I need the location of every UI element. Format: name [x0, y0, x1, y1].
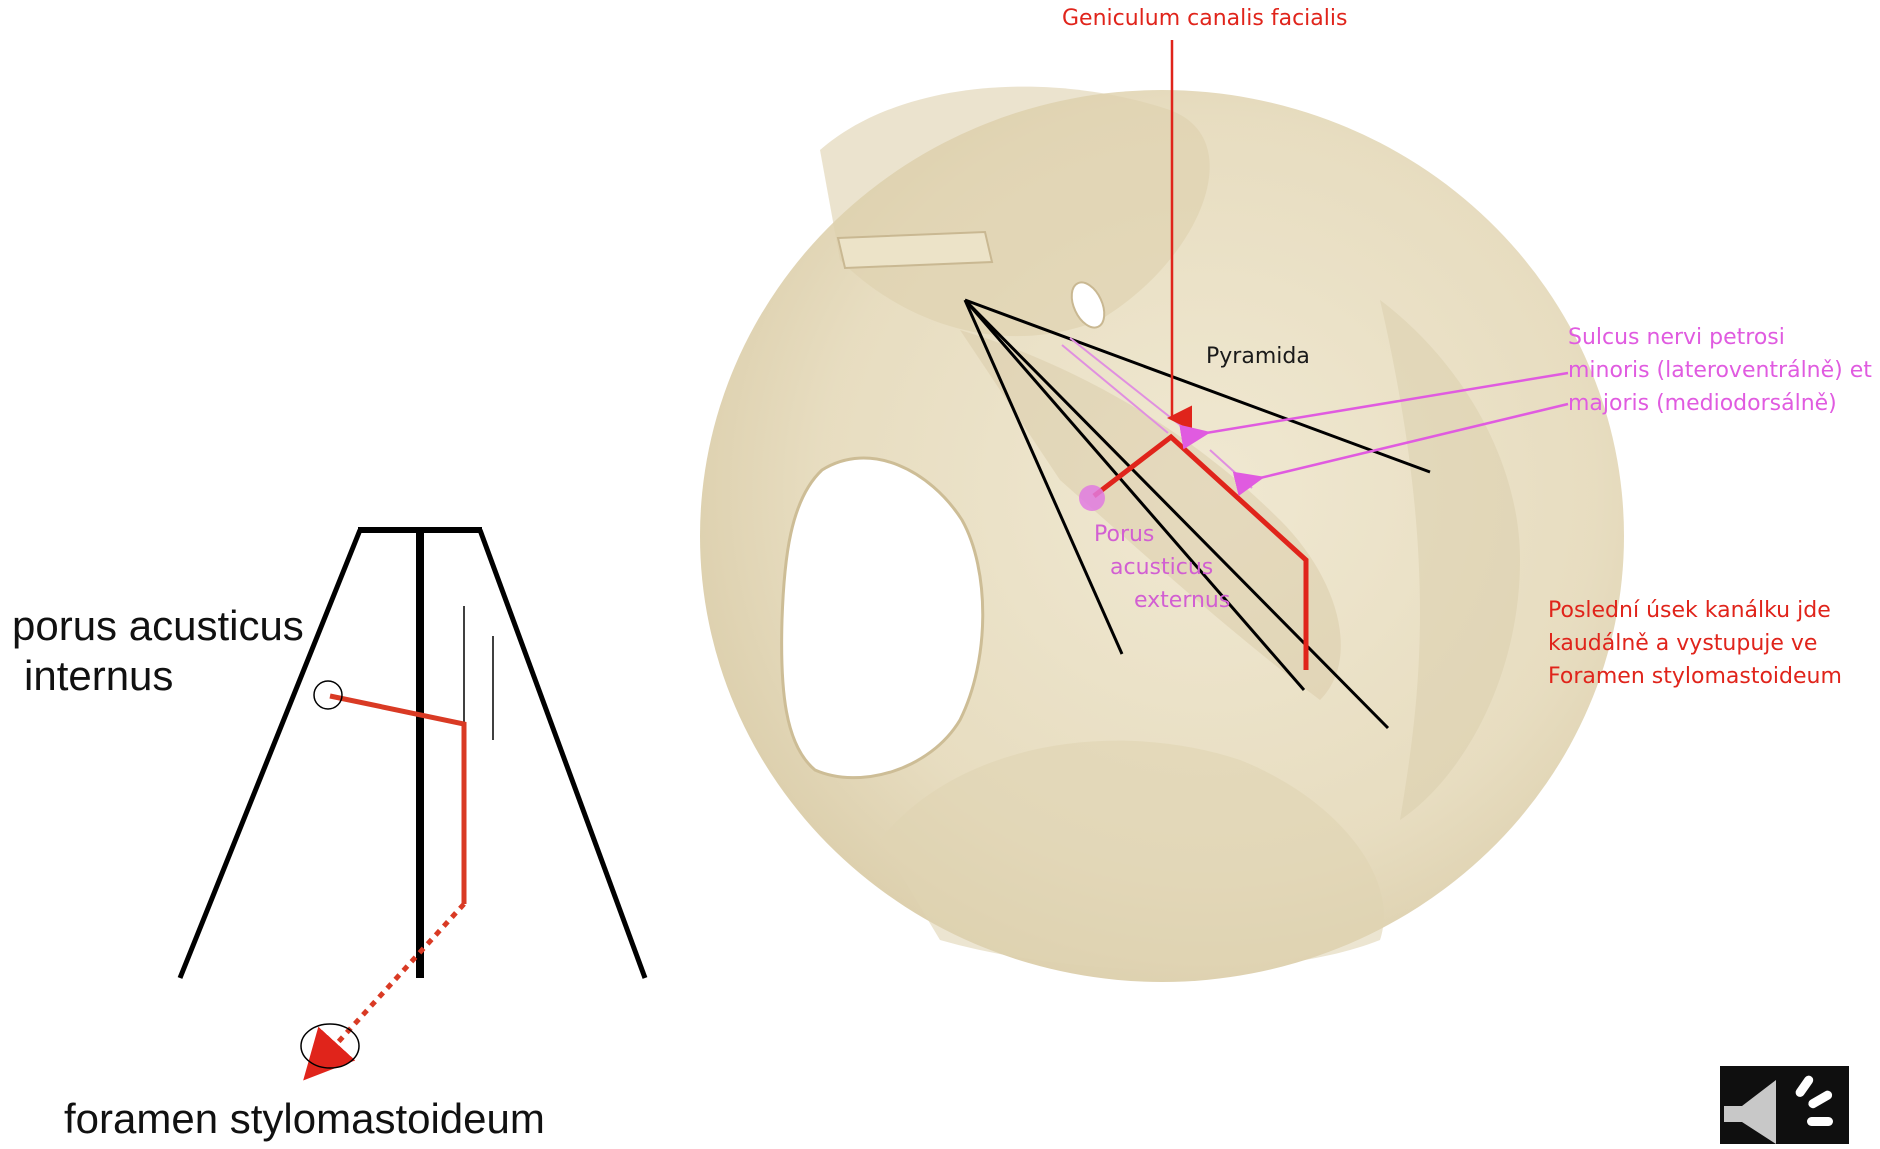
schematic-left-edge — [180, 530, 360, 978]
bone-plate — [838, 232, 992, 268]
schematic-right-edge — [480, 530, 645, 978]
porus-externus-dot — [1079, 485, 1105, 511]
label-foramen-stylomastoideum: foramen stylomastoideum — [64, 1095, 545, 1143]
label-sulcus-line-2: minoris (lateroventrálně) et — [1568, 358, 1872, 383]
label-posledni-line-3: Foramen stylomastoideum — [1548, 664, 1842, 689]
label-sulcus-line-3: majoris (mediodorsálně) — [1568, 391, 1837, 416]
skull-base-illustration — [700, 40, 1624, 982]
label-pyramida: Pyramida — [1206, 344, 1310, 369]
foramen-stylomastoideum-marker — [301, 1024, 359, 1068]
foramen-magnum — [782, 458, 983, 778]
label-porus-externus-line-1: Porus — [1094, 522, 1154, 547]
label-porus-externus-line-3: externus — [1134, 588, 1230, 613]
speaker-icon — [1720, 1066, 1849, 1144]
label-porus-externus-line-2: acusticus — [1110, 555, 1213, 580]
schematic-dotted-continuation — [320, 904, 464, 1062]
label-posledni-line-1: Poslední úsek kanálku jde — [1548, 598, 1831, 623]
label-posledni-line-2: kaudálně a vystupuje ve — [1548, 631, 1817, 656]
schematic-facial-canal-path — [330, 696, 464, 904]
label-porus-acusticus: porus acusticus — [12, 602, 304, 650]
porus-acusticus-internus-marker — [314, 681, 342, 709]
label-geniculum-canalis-facialis: Geniculum canalis facialis — [1062, 6, 1347, 31]
label-sulcus-line-1: Sulcus nervi petrosi — [1568, 325, 1785, 350]
audio-speaker-button[interactable] — [1720, 1066, 1849, 1144]
label-internus: internus — [24, 652, 173, 700]
